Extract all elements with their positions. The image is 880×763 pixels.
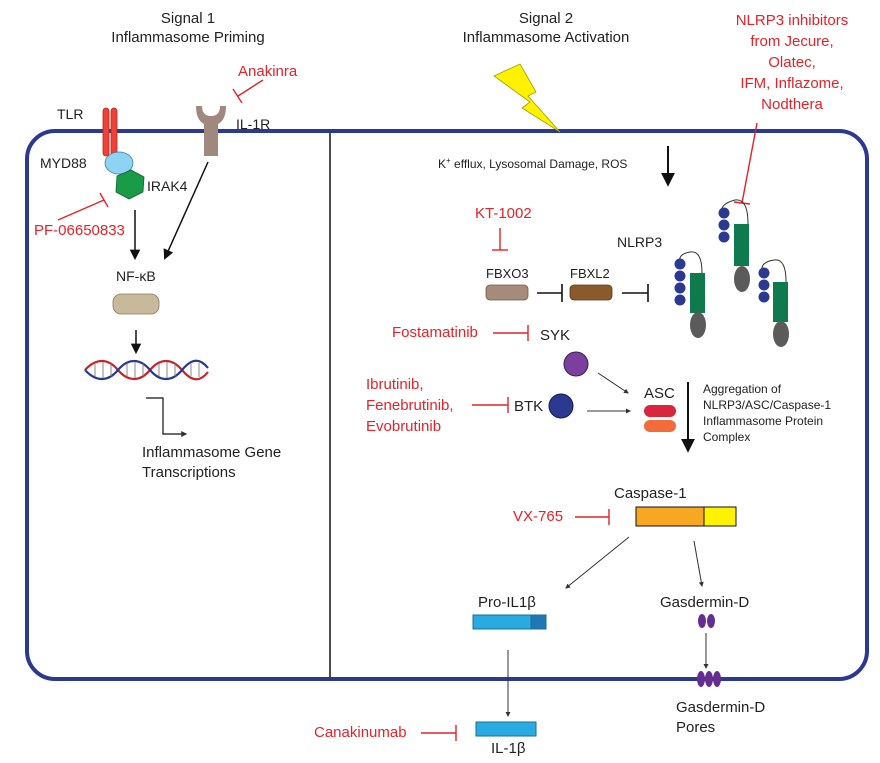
pro-il1b-protein-icon xyxy=(472,614,532,630)
nlrp3-inhibitors-line xyxy=(733,122,758,205)
fbxl2-label: FBXL2 xyxy=(570,266,610,281)
k-efflux-label: K+ efflux, Lysosomal Damage, ROS xyxy=(438,153,627,172)
gene-transcription-label: Inflammasome Gene Transcriptions xyxy=(142,443,281,483)
pf-06650833-label: PF-06650833 xyxy=(34,222,125,239)
cell-membrane xyxy=(25,129,869,681)
caspase1-protein-right xyxy=(703,506,737,527)
gasdermin-pores-line2: Pores xyxy=(676,719,716,736)
fbxo3-protein-icon xyxy=(485,284,529,301)
arrow-caspase-pro-il1b xyxy=(565,536,630,589)
fbxl2-protein-icon xyxy=(569,284,613,301)
nlrp3-molecule-3 xyxy=(758,259,789,347)
btk-inhibitors-line3: Evobrutinib xyxy=(366,418,442,435)
nlrp3-label: NLRP3 xyxy=(617,234,663,250)
fbxo3-fbxl2-inhibition xyxy=(537,284,563,302)
asc-protein-top-icon xyxy=(644,405,676,417)
tlr-label: TLR xyxy=(57,106,84,122)
myd88-label: MYD88 xyxy=(40,155,87,171)
btk-inhibitors-label: Ibrutinib, Fenebrutinib, Evobrutinib xyxy=(366,374,454,437)
gene-transcription-line2: Transcriptions xyxy=(142,464,236,481)
gasdermin-pores-icon xyxy=(697,671,721,687)
myd88-icon xyxy=(104,151,134,175)
syk-label: SYK xyxy=(540,327,571,344)
kt1002-label: KT-1002 xyxy=(475,205,532,222)
arrow-syk-asc xyxy=(597,372,629,394)
caspase1-label: Caspase-1 xyxy=(614,485,687,502)
canakinumab-label: Canakinumab xyxy=(314,724,407,741)
lightning-bolt-icon xyxy=(493,63,561,133)
nlrp3-inhibitors-line1: NLRP3 inhibitors xyxy=(735,12,849,29)
fbxl2-nlrp3-inhibition xyxy=(622,284,649,302)
k-efflux-rest: efflux, Lysosomal Damage, ROS xyxy=(450,157,628,171)
aggregation-line1: Aggregation of xyxy=(703,382,782,396)
il1b-protein-icon xyxy=(475,721,537,737)
dna-helix-icon xyxy=(84,359,209,381)
signal2-line2: Inflammasome Activation xyxy=(462,29,630,46)
gasdermin-pores-label: Gasdermin-D Pores xyxy=(676,698,765,738)
asc-label: ASC xyxy=(644,385,675,402)
signal2-title: Signal 2 Inflammasome Activation xyxy=(436,9,656,47)
anakinra-label: Anakinra xyxy=(238,63,298,80)
kt1002-inhibitor-line xyxy=(492,228,508,251)
vx765-label: VX-765 xyxy=(513,508,564,525)
pf-inhibitor-line xyxy=(57,192,109,221)
k-efflux-k: K xyxy=(438,157,447,171)
il1r-receptor-icon xyxy=(196,106,226,156)
btk-inhibitors-line1: Ibrutinib, xyxy=(366,376,424,393)
fostamatinib-label: Fostamatinib xyxy=(392,324,478,341)
gasdermin-pores-line1: Gasdermin-D xyxy=(676,699,766,716)
canakinumab-inhibitor-line xyxy=(421,725,457,741)
nlrp3-molecule-2 xyxy=(718,199,750,292)
signal1-line1: Signal 1 xyxy=(160,10,216,27)
btk-protein-icon xyxy=(548,393,574,419)
fbxo3-label: FBXO3 xyxy=(486,266,529,281)
transcription-arrow xyxy=(146,397,188,437)
arrow-il1r-nfkb xyxy=(163,161,209,260)
arrow-caspase-gasdermin xyxy=(693,540,704,587)
aggregation-line4: Complex xyxy=(703,430,751,444)
nfkb-label: NF-κB xyxy=(116,268,156,284)
signal1-title: Signal 1 Inflammasome Priming xyxy=(88,9,288,47)
irak4-label: IRAK4 xyxy=(147,178,188,194)
aggregation-line2: NLRP3/ASC/Caspase-1 xyxy=(703,398,832,412)
aggregation-line3: Inflammasome Protein xyxy=(703,414,824,428)
asc-protein-bottom-icon xyxy=(644,420,676,432)
signal1-line2: Inflammasome Priming xyxy=(111,29,265,46)
gene-transcription-line1: Inflammasome Gene xyxy=(142,444,282,461)
fostamatinib-inhibitor-line xyxy=(493,325,529,341)
btk-label: BTK xyxy=(514,398,544,415)
gasdermin-d-label: Gasdermin-D xyxy=(660,594,750,611)
nlrp3-inhibitors-line2: from Jecure, xyxy=(750,33,834,50)
nlrp3-inhibitors-line5: Nodthera xyxy=(761,96,823,113)
btk-inhibitor-line xyxy=(472,397,509,413)
caspase1-protein-left xyxy=(635,506,705,527)
signal2-line1: Signal 2 xyxy=(518,10,574,27)
nlrp3-molecule-1 xyxy=(674,251,706,338)
btk-inhibitors-line2: Fenebrutinib, xyxy=(366,397,454,414)
nlrp3-inhibitors-label: NLRP3 inhibitors from Jecure, Olatec, IF… xyxy=(722,10,862,115)
aggregation-label: Aggregation of NLRP3/ASC/Caspase-1 Infla… xyxy=(703,381,831,445)
irak4-icon xyxy=(115,169,145,200)
pro-il1b-label: Pro-IL1β xyxy=(478,594,536,611)
k-efflux-plus: + xyxy=(446,156,451,165)
vx765-inhibitor-line xyxy=(575,509,610,525)
il1r-label: IL-1R xyxy=(236,116,271,132)
syk-protein-icon xyxy=(563,351,589,377)
nlrp3-inhibitors-line4: IFM, Inflazome, xyxy=(740,75,844,92)
il1b-label: IL-1β xyxy=(491,740,526,757)
pro-il1b-cleave-segment xyxy=(530,614,547,630)
gasdermin-d-icon xyxy=(698,614,715,628)
nlrp3-inhibitors-line3: Olatec, xyxy=(768,54,816,71)
nfkb-protein-icon xyxy=(112,293,160,315)
anakinra-inhibitor-line xyxy=(232,79,264,104)
